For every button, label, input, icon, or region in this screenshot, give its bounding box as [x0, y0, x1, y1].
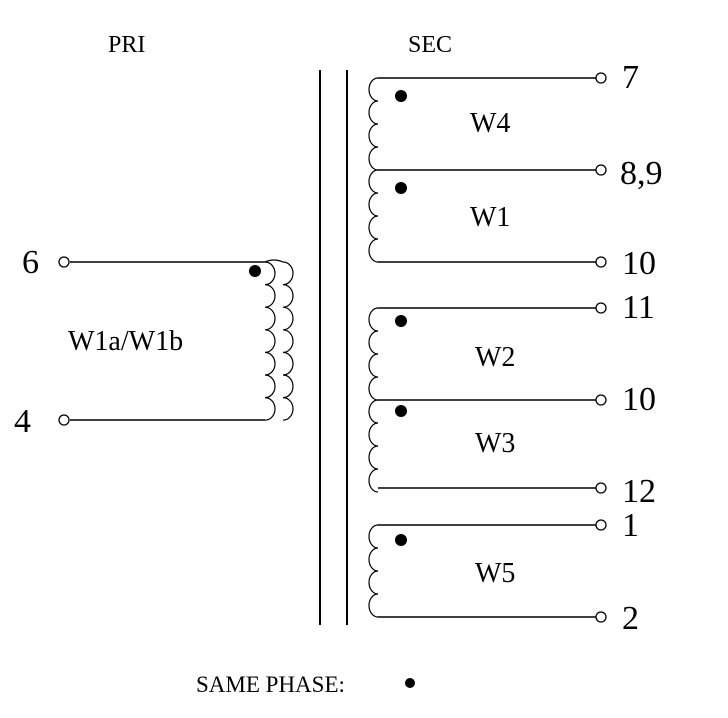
pin-6-label: 6	[22, 244, 39, 281]
phase-legend: SAME PHASE:	[196, 672, 415, 697]
primary-header: PRI	[108, 32, 145, 58]
secondary-winding-w1: W1	[368, 169, 596, 263]
pin-4-terminal	[58, 414, 70, 426]
primary-outer-coil	[282, 261, 294, 421]
legend-phase-dot	[405, 678, 415, 688]
pin-11-terminal	[595, 302, 607, 314]
legend-text: SAME PHASE:	[196, 672, 345, 697]
pin-1-terminal	[595, 519, 607, 531]
w1-label: W1	[470, 202, 510, 233]
primary-inner-coil	[264, 261, 276, 421]
primary-coil-joint	[264, 259, 284, 263]
pin-8-9-terminal	[595, 164, 607, 176]
primary-winding-label: W1a/W1b	[68, 326, 183, 357]
secondary-winding-w3: W3	[368, 399, 596, 493]
secondary-winding-w4: W4	[368, 77, 596, 171]
pin-10-label: 10	[622, 245, 656, 282]
secondary-winding-w5: W5	[368, 524, 596, 618]
w1-coil	[368, 169, 379, 263]
pin-11-label: 11	[622, 289, 655, 326]
pin-8-9-label: 8,9	[620, 155, 663, 192]
pin-7-label: 7	[622, 59, 639, 96]
primary-winding: 6 4 W1a/W1b	[14, 244, 294, 440]
pin-12-label: 12	[622, 473, 656, 510]
w3-label: W3	[475, 428, 515, 459]
w5-phase-dot	[395, 534, 407, 546]
w4-phase-dot	[395, 90, 407, 102]
w3-phase-dot	[395, 405, 407, 417]
w1-phase-dot	[395, 182, 407, 194]
pin-2-terminal	[595, 611, 607, 623]
w4-coil	[368, 77, 379, 171]
pin-2-label: 2	[622, 600, 639, 637]
secondary-pin-labels: 7 8,9 10 11 10 12 1 2	[620, 59, 663, 637]
w3-coil	[368, 399, 379, 493]
pin-10-terminal	[595, 256, 607, 268]
primary-phase-dot	[249, 265, 261, 277]
pin-10b-label: 10	[622, 381, 656, 418]
pin-4-label: 4	[14, 403, 31, 440]
secondary-header: SEC	[408, 32, 452, 58]
pin-10b-terminal	[595, 394, 607, 406]
pin-6-terminal	[58, 256, 70, 268]
secondary-winding-w2: W2	[368, 307, 596, 401]
pin-1-label: 1	[622, 507, 639, 544]
w2-label: W2	[475, 342, 515, 373]
secondary-terminals	[595, 72, 607, 623]
pin-12-terminal	[595, 482, 607, 494]
w2-phase-dot	[395, 315, 407, 327]
w5-label: W5	[475, 558, 515, 589]
w5-coil	[368, 524, 379, 618]
w4-label: W4	[470, 108, 510, 139]
pin-7-terminal	[595, 72, 607, 84]
w2-coil	[368, 307, 379, 401]
